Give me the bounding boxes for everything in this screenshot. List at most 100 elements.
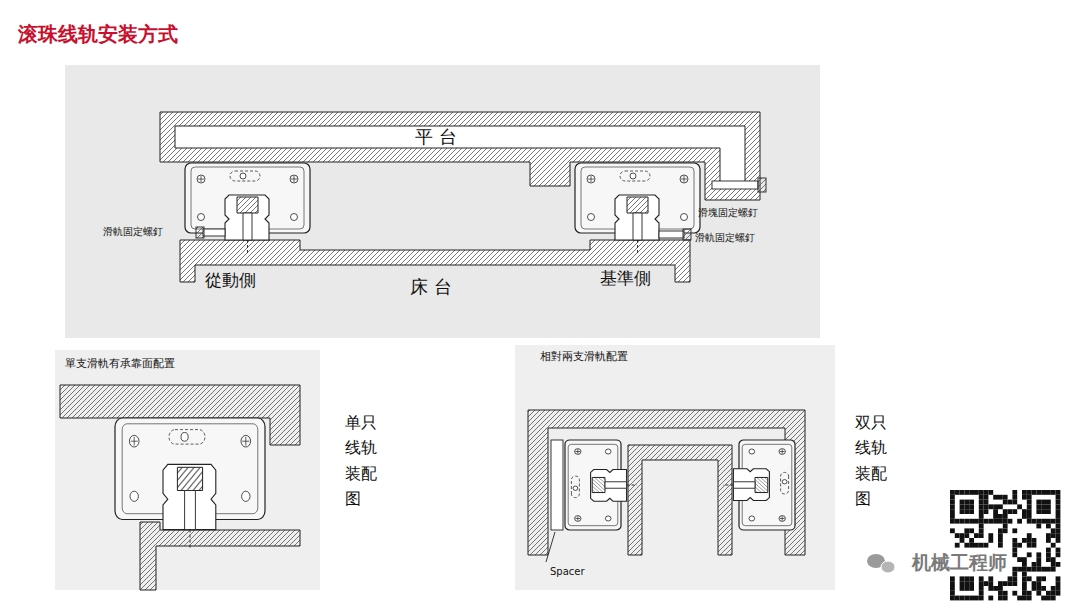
- qr-cell: [1056, 519, 1061, 524]
- qr-cell: [979, 543, 984, 548]
- qr-cell: [1027, 552, 1032, 557]
- qr-cell: [960, 576, 965, 581]
- qr-cell: [1008, 581, 1013, 586]
- qr-cell: [1003, 528, 1008, 533]
- qr-cell: [974, 596, 979, 601]
- qr-cell: [1046, 533, 1051, 538]
- qr-cell: [988, 586, 993, 591]
- qr-cell: [1012, 538, 1017, 543]
- qr-cell: [1032, 490, 1037, 495]
- qr-cell: [1022, 596, 1027, 601]
- qr-cell: [1012, 543, 1017, 548]
- qr-cell: [950, 519, 955, 524]
- qr-cell: [1036, 500, 1041, 505]
- qr-cell: [993, 495, 998, 500]
- rail-screw-head: [683, 229, 691, 240]
- platform-label-box: 平 台: [330, 126, 542, 148]
- qr-cell: [960, 500, 965, 505]
- qr-cell: [993, 509, 998, 514]
- qr-cell: [974, 490, 979, 495]
- qr-cell: [1036, 557, 1041, 562]
- wechat-icon: [881, 561, 895, 573]
- qr-cell: [1046, 591, 1051, 596]
- qr-cell: [969, 596, 974, 601]
- qr-cell: [950, 500, 955, 505]
- qr-cell: [1027, 576, 1032, 581]
- leader-line: [546, 532, 555, 562]
- qr-cell: [1051, 490, 1056, 495]
- qr-cell: [950, 528, 955, 533]
- rail-screw: [659, 231, 684, 238]
- qr-cell: [1036, 504, 1041, 509]
- qr-cell: [1036, 576, 1041, 581]
- qr-cell: [1022, 490, 1027, 495]
- qr-cell: [998, 514, 1003, 519]
- qr-cell: [1027, 490, 1032, 495]
- qr-cell: [1012, 500, 1017, 505]
- qr-cell: [998, 528, 1003, 533]
- qr-cell: [955, 596, 960, 601]
- qr-cell: [969, 500, 974, 505]
- qr-cell: [1027, 500, 1032, 505]
- qr-cell: [979, 596, 984, 601]
- qr-cell: [1008, 509, 1013, 514]
- qr-cell: [1027, 519, 1032, 524]
- qr-cell: [998, 543, 1003, 548]
- qr-cell: [1056, 509, 1061, 514]
- qr-cell: [964, 581, 969, 586]
- qr-cell: [1041, 586, 1046, 591]
- qr-cell: [950, 495, 955, 500]
- qr-cell: [1027, 514, 1032, 519]
- panel-single-rail: 單支滑軌有承靠面配置: [55, 350, 320, 590]
- qr-cell: [1056, 528, 1061, 533]
- qr-cell: [979, 514, 984, 519]
- qr-cell: [979, 528, 984, 533]
- qr-cell: [950, 581, 955, 586]
- qr-cell: [1056, 514, 1061, 519]
- slide-block: [565, 440, 637, 530]
- qr-cell: [984, 581, 989, 586]
- block-screw-head: [758, 178, 766, 192]
- qr-cell: [1036, 591, 1041, 596]
- qr-cell: [1056, 586, 1061, 591]
- qr-cell: [984, 500, 989, 505]
- qr-cell: [1041, 567, 1046, 572]
- qr-cell: [1036, 586, 1041, 591]
- qr-cell: [1012, 528, 1017, 533]
- qr-cell: [998, 533, 1003, 538]
- qr-cell: [993, 519, 998, 524]
- part-label: 滑塊固定螺釘: [698, 207, 758, 219]
- qr-cell: [1046, 552, 1051, 557]
- qr-cell: [1017, 519, 1022, 524]
- qr-cell: [1046, 548, 1051, 553]
- qr-cell: [998, 591, 1003, 596]
- node-text: 相對兩支滑軌配置: [540, 350, 810, 364]
- qr-cell: [1056, 538, 1061, 543]
- qr-cell: [1017, 543, 1022, 548]
- qr-cell: [1041, 519, 1046, 524]
- qr-cell: [1051, 567, 1056, 572]
- qr-cell: [1056, 562, 1061, 567]
- block-screw: [712, 181, 758, 189]
- qr-cell: [1012, 581, 1017, 586]
- qr-cell: [1027, 543, 1032, 548]
- qr-cell: [984, 519, 989, 524]
- qr-cell: [969, 528, 974, 533]
- qr-cell: [1032, 562, 1037, 567]
- qr-cell: [1022, 572, 1027, 577]
- qr-cell: [979, 519, 984, 524]
- qr-cell: [1051, 562, 1056, 567]
- qr-cell: [1022, 567, 1027, 572]
- qr-cell: [979, 500, 984, 505]
- qr-cell: [988, 490, 993, 495]
- qr-cell: [950, 504, 955, 509]
- qr-cell: [1046, 504, 1051, 509]
- qr-cell: [964, 500, 969, 505]
- panel-ground: [515, 345, 835, 590]
- qr-cell: [960, 596, 965, 601]
- qr-cell: [960, 509, 965, 514]
- qr-cell: [1022, 514, 1027, 519]
- qr-cell: [1032, 567, 1037, 572]
- qr-cell: [1022, 557, 1027, 562]
